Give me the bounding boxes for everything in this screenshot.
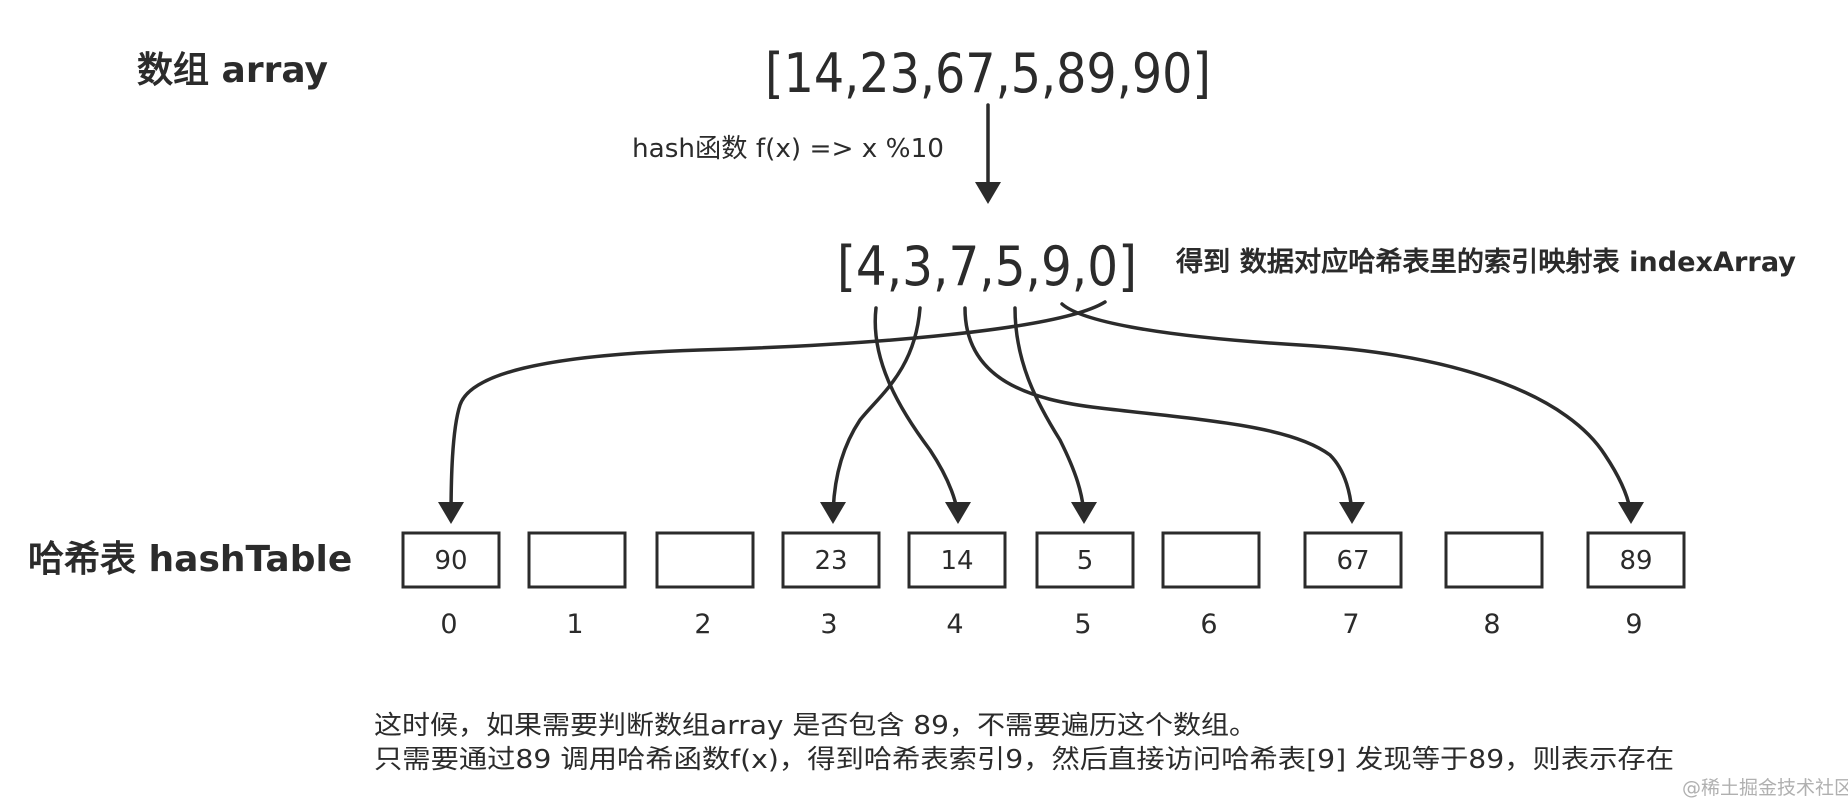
cell-index-label: 7 xyxy=(1342,609,1359,640)
cell-value: 23 xyxy=(814,546,847,576)
hashtable-label: 哈希表 hashTable xyxy=(28,539,352,580)
hash-cell-3: 23 3 xyxy=(781,531,881,640)
cell-index-label: 8 xyxy=(1483,609,1500,640)
cell-index-label: 5 xyxy=(1074,609,1091,640)
hash-cell-1: 1 xyxy=(527,531,627,640)
cell-box xyxy=(527,531,627,589)
arrow-14-to-4 xyxy=(873,306,971,524)
cell-box xyxy=(1303,531,1403,589)
cell-index-label: 6 xyxy=(1200,609,1217,640)
array-label: 数组 array xyxy=(137,50,328,91)
arrow-23-to-3 xyxy=(820,306,922,524)
note-line-2: 只需要通过89 调用哈希函数f(x)，得到哈希表索引9，然后直接访问哈希表[9]… xyxy=(374,745,1674,775)
array-value: [14,23,67,5,89,90] xyxy=(765,42,1211,105)
hash-cell-5: 55 xyxy=(1035,531,1135,640)
watermark: @稀土掘金技术社区 xyxy=(1682,777,1848,799)
cell-value: 5 xyxy=(1077,546,1094,576)
arrow-67-to-7 xyxy=(963,306,1365,524)
arrow-89-to-9 xyxy=(1060,302,1644,524)
cell-index-label: 0 xyxy=(440,609,457,640)
hash-cell-0: 90 0 xyxy=(401,531,501,640)
hash-cell-6: 6 xyxy=(1161,531,1261,640)
hash-cell-9: 89 9 xyxy=(1586,531,1686,640)
cell-index-label: 1 xyxy=(566,609,583,640)
note-line-1: 这时候，如果需要判断数组array 是否包含 89，不需要遍历这个数组。 xyxy=(374,711,1257,741)
arrow-90-to-0 xyxy=(438,300,1107,524)
cell-value: 14 xyxy=(940,546,973,576)
hash-function-label: hash函数 f(x) => x %10 xyxy=(632,134,944,164)
cell-value: 89 xyxy=(1619,546,1652,576)
cell-box xyxy=(1444,531,1544,589)
cell-box xyxy=(781,531,881,589)
hash-cell-4: 14 4 xyxy=(907,531,1007,640)
cell-box xyxy=(1586,531,1686,589)
cell-box xyxy=(655,531,755,589)
index-array-value: [4,3,7,5,9,0] xyxy=(837,235,1137,298)
cell-index-label: 4 xyxy=(946,609,963,640)
hash-cell-8: 8 xyxy=(1444,531,1544,640)
cell-box xyxy=(401,531,501,589)
cell-box xyxy=(1161,531,1261,589)
cell-value: 90 xyxy=(434,546,467,576)
cell-index-label: 2 xyxy=(694,609,711,640)
cell-index-label: 3 xyxy=(820,609,837,640)
cell-box xyxy=(907,531,1007,589)
index-array-note: 得到 数据对应哈希表里的索引映射表 indexArray xyxy=(1175,246,1796,278)
cell-index-label: 9 xyxy=(1625,609,1642,640)
cell-box xyxy=(1035,531,1135,589)
hash-cell-2: 2 xyxy=(655,531,755,640)
cell-value: 67 xyxy=(1336,546,1369,576)
hash-cell-7: 67 7 xyxy=(1303,531,1403,640)
arrow-5-to-5 xyxy=(1013,306,1097,524)
mapping-arrows xyxy=(438,300,1644,524)
